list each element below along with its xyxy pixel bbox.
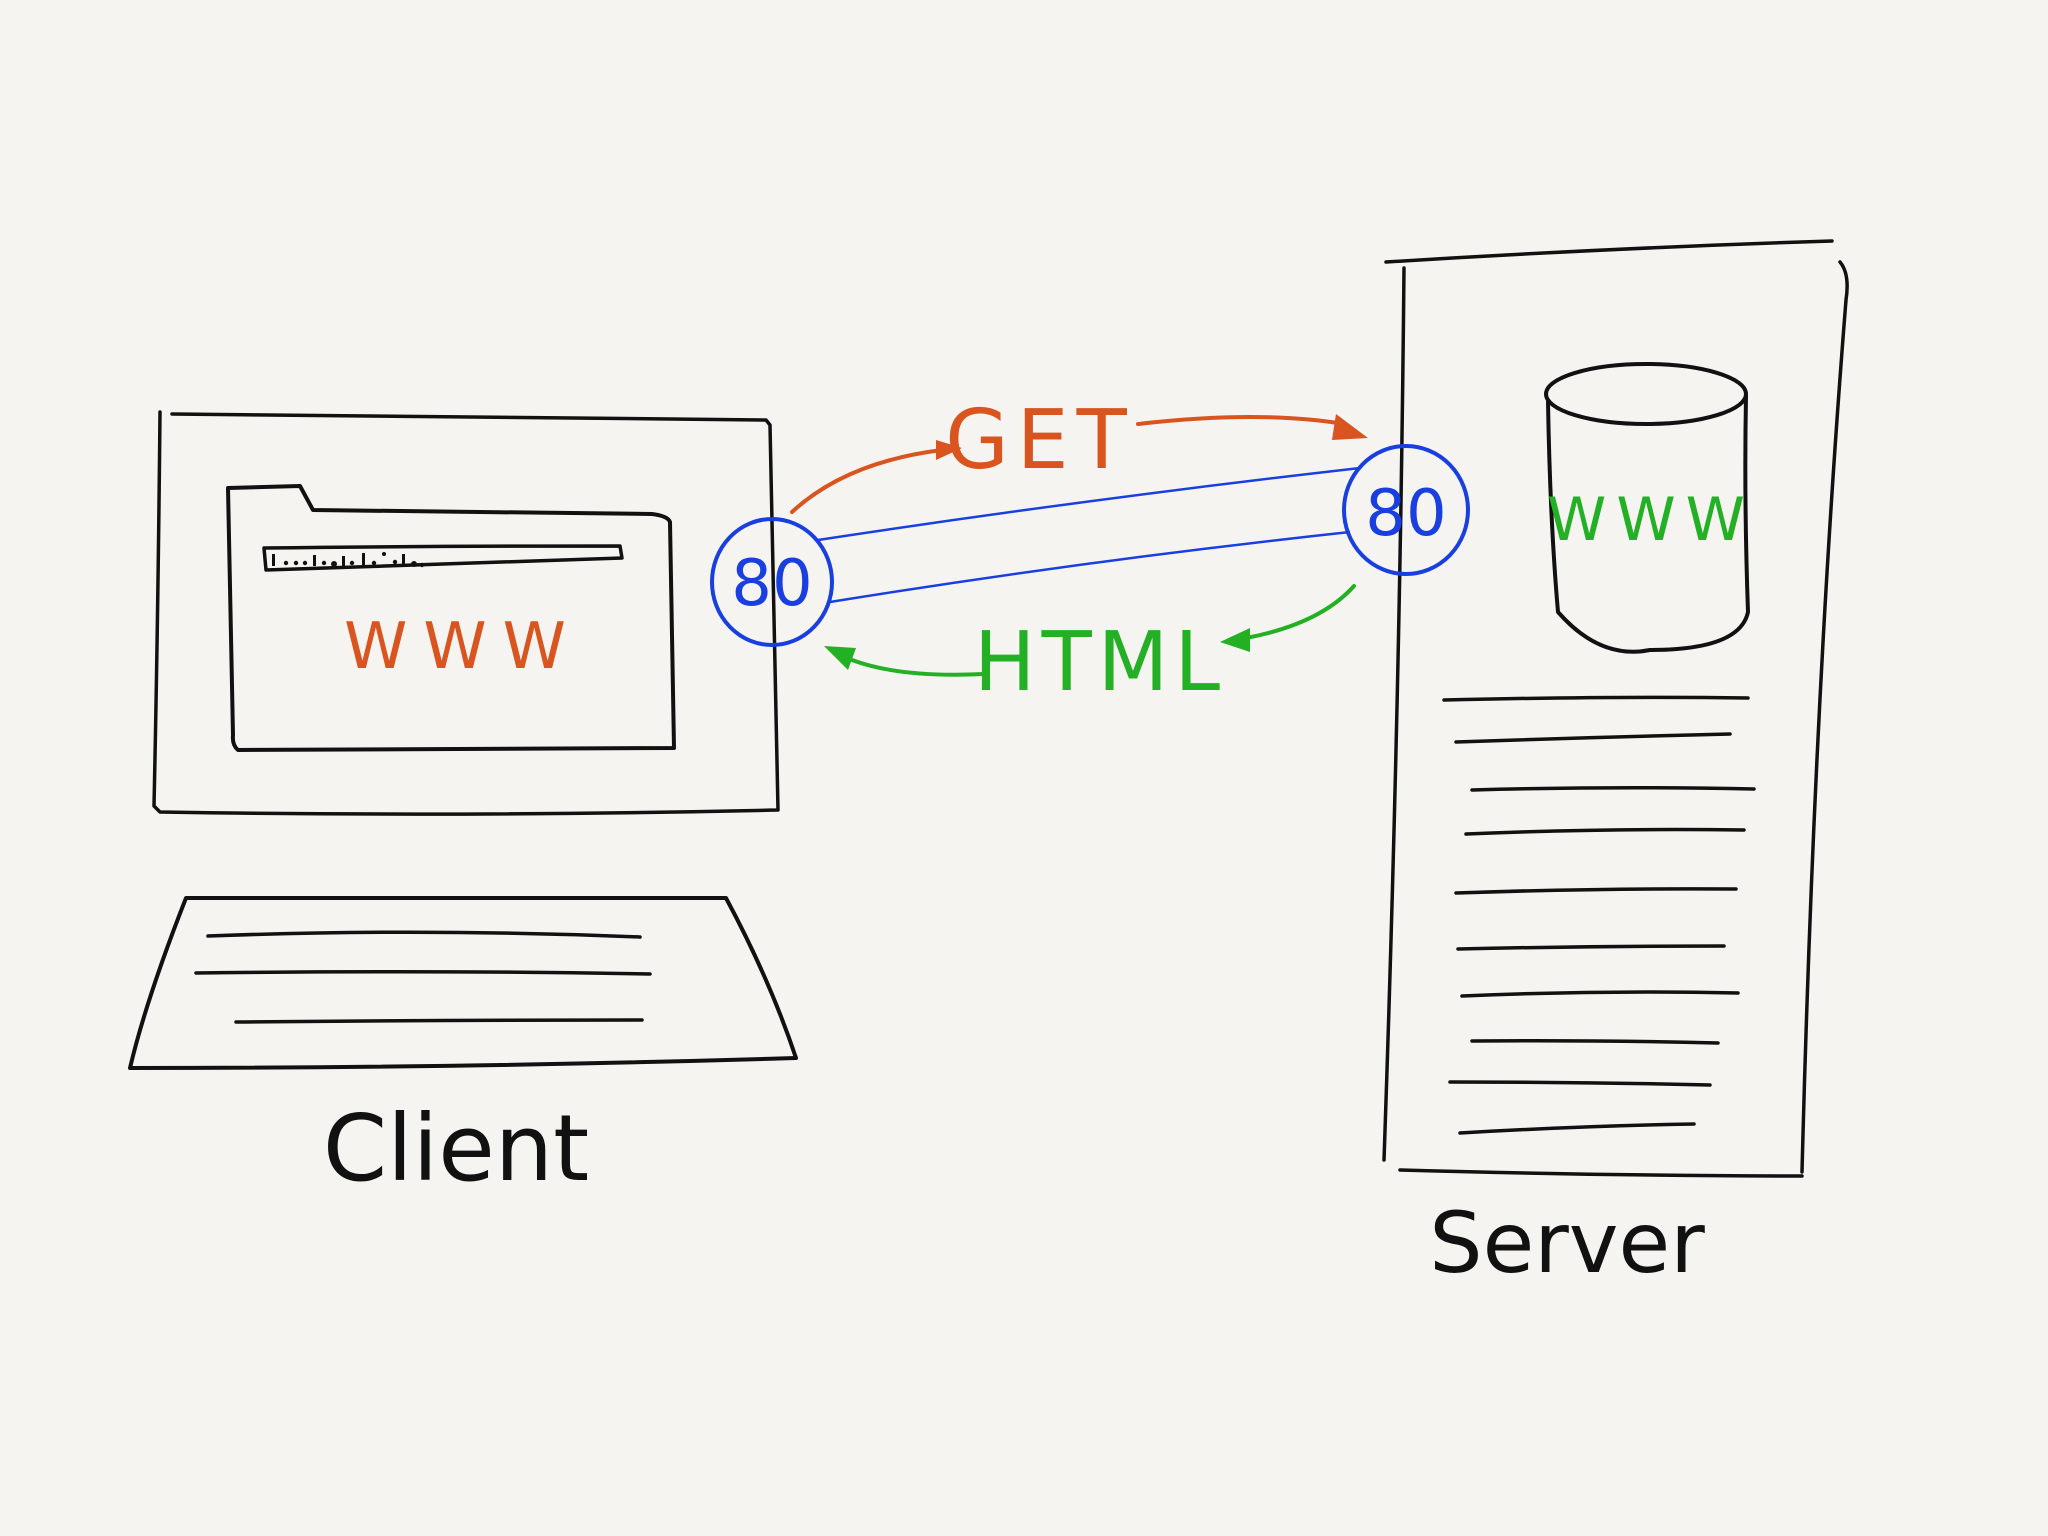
browser-frame [226,484,676,752]
client-computer: WWW Client [128,410,798,1202]
get-request-label: GET [945,393,1134,488]
server-text-lines [1442,695,1756,1135]
client-port-label: 80 [731,547,812,621]
html-response-label: HTML [974,615,1226,710]
connection-pipe-bottom [829,530,1351,604]
connection-pipe-top [817,466,1361,542]
address-bar [262,544,624,572]
get-request-arrow: GET [790,393,1368,514]
client-port: 80 [710,517,834,647]
server-port-label: 80 [1365,477,1446,551]
client-keyboard [128,896,798,1070]
server-frame [1382,239,1849,1178]
client-label: Client [323,1095,589,1202]
browser-window: WWW [226,484,676,752]
server-port: 80 [1342,444,1470,576]
html-response-arrow: HTML [824,584,1356,710]
server-storage-text: WWW [1547,485,1755,555]
keyboard-row [206,930,642,939]
keyboard-row [194,969,652,976]
network-connection: 80 80 GET HTML [710,393,1470,710]
server-tower: WWW Server [1382,239,1849,1292]
database-icon: WWW [1544,362,1755,654]
browser-content-text: WWW [344,610,582,684]
server-label: Server [1429,1194,1705,1292]
keyboard-row [234,1018,644,1024]
client-monitor [152,410,780,816]
